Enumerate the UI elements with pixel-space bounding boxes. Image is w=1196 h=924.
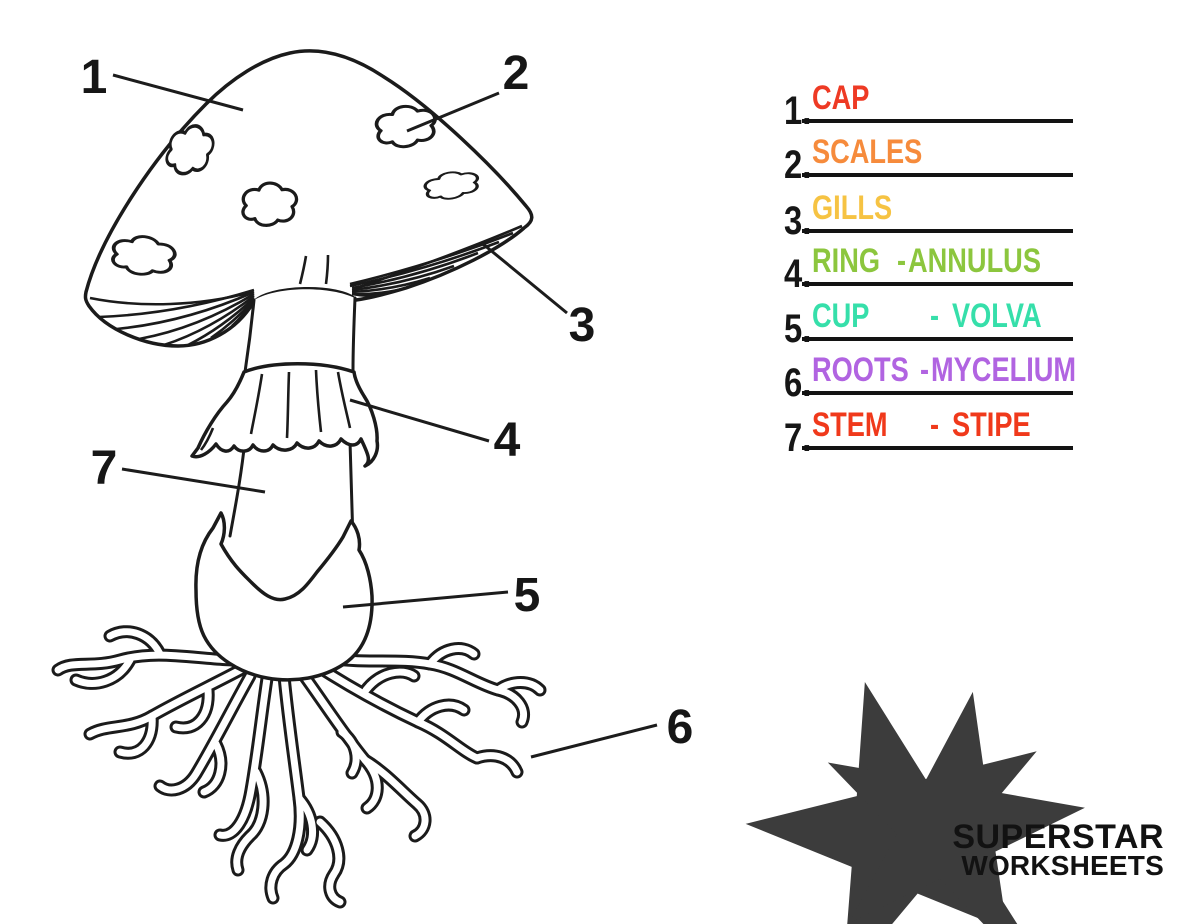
logo-wordmark-line2: WORKSHEETS [961, 850, 1164, 881]
superstar-worksheets-logo: SUPERSTAR WORKSHEETS [952, 820, 1164, 880]
diagram-number-3: 3 [569, 299, 596, 352]
answer-term: GILLS [812, 189, 893, 227]
answer-term: CAP [812, 79, 870, 117]
answer-term: SCALES [812, 133, 923, 171]
answer-number: 6. [784, 361, 812, 405]
answer-dash: - [897, 242, 907, 280]
mushroom-roots-mycelium [51, 625, 547, 909]
answer-blank-line: CAP [802, 76, 1073, 123]
answer-term: ROOTS [812, 351, 909, 389]
answer-number: 7. [784, 416, 812, 460]
answer-blank-line: STEM - STIPE [802, 403, 1073, 450]
answer-row-1: 1. CAP [778, 76, 1078, 131]
answer-alt-term: STIPE [952, 406, 1031, 444]
answer-blank-line: CUP - VOLVA [802, 294, 1073, 341]
mushroom-volva-cup [194, 511, 374, 682]
answer-row-6: 6. ROOTS - MYCELIUM [778, 348, 1078, 403]
diagram-numbers: 1 2 3 4 5 6 7 [81, 47, 694, 754]
answer-row-2: 2. SCALES [778, 130, 1078, 185]
answer-blank-line: GILLS [802, 186, 1073, 233]
answer-number: 3. [784, 199, 812, 243]
answer-blank-line: RING - ANNULUS [802, 239, 1073, 286]
mushroom-stem-lower [228, 438, 355, 544]
answer-term: CUP [812, 297, 870, 335]
leader-line-6 [530, 723, 658, 759]
diagram-number-6: 6 [667, 701, 694, 754]
answer-row-4: 4. RING - ANNULUS [778, 239, 1078, 294]
leader-line-3 [482, 242, 568, 315]
leader-line-2 [406, 91, 500, 133]
answer-number: 1. [784, 89, 812, 133]
logo-wordmark-line1: SUPERSTAR [952, 818, 1164, 856]
leader-line-1 [112, 73, 244, 112]
answer-term: STEM [812, 406, 888, 444]
answer-term: RING [812, 242, 880, 280]
answer-number: 5. [784, 307, 812, 351]
diagram-number-7: 7 [91, 442, 118, 495]
diagram-number-2: 2 [503, 47, 530, 100]
superstar-logo-face [872, 800, 975, 887]
answer-alt-term: ANNULUS [908, 242, 1042, 280]
diagram-number-5: 5 [514, 569, 541, 622]
diagram-number-4: 4 [494, 414, 521, 467]
answer-row-5: 5. CUP - VOLVA [778, 294, 1078, 349]
answer-alt-term: VOLVA [952, 297, 1042, 335]
answer-blank-line: ROOTS - MYCELIUM [802, 348, 1077, 395]
answer-number: 4. [784, 252, 812, 296]
answer-row-7: 7. STEM - STIPE [778, 403, 1078, 458]
answer-dash: - [930, 406, 940, 444]
answer-dash: - [920, 351, 930, 389]
leader-line-5 [342, 590, 509, 609]
mushroom-stem-upper [243, 289, 357, 374]
leader-line-4 [349, 398, 490, 443]
answer-number: 2. [784, 143, 812, 187]
leader-line-7 [121, 467, 266, 494]
answer-blank-line: SCALES [802, 130, 1073, 177]
answer-dash: - [930, 297, 940, 335]
mushroom-gills [89, 224, 523, 347]
answer-row-3: 3. GILLS [778, 186, 1078, 241]
diagram-number-1: 1 [81, 51, 108, 104]
leader-lines [112, 73, 658, 759]
answer-alt-term: MYCELIUM [931, 351, 1077, 389]
